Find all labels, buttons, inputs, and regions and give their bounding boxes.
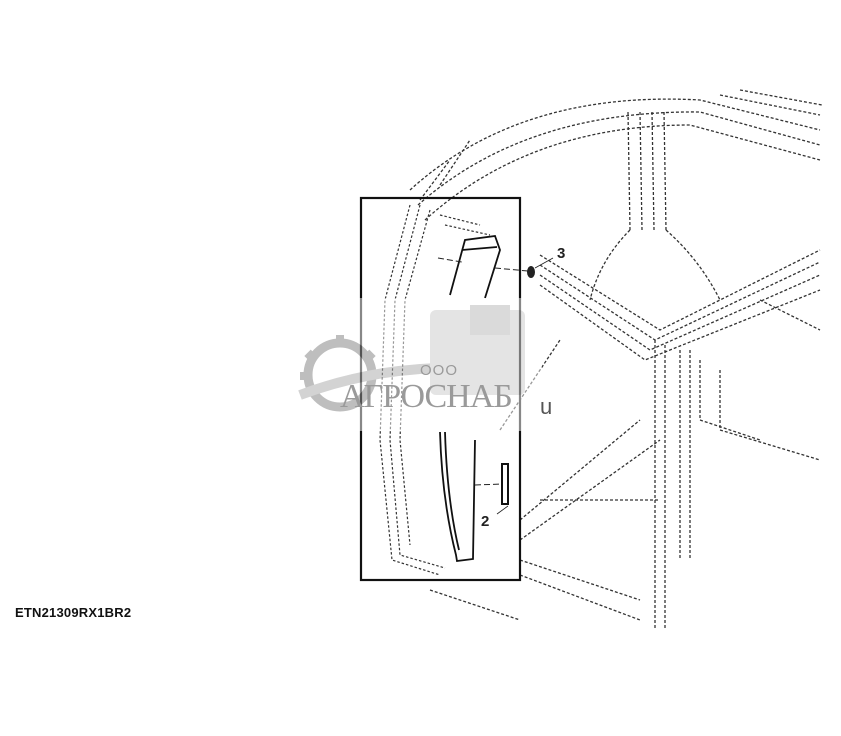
callout-2: 2 [479,513,495,530]
trim-panel-lower [439,431,476,563]
clip-part-2 [501,463,509,505]
callout-label: 2 [481,513,490,530]
watermark-logo [272,298,542,431]
callout-3: 3 [555,245,571,262]
clip-part-3 [527,266,535,278]
callout-label: 3 [557,245,566,262]
watermark-name: АГРОСНАБ [340,378,513,415]
figure-id: ETN21309RX1BR2 [15,605,132,620]
watermark-prefix: ООО [420,362,459,379]
watermark-suffix: u [540,394,553,419]
trim-panel-upper [449,235,501,299]
